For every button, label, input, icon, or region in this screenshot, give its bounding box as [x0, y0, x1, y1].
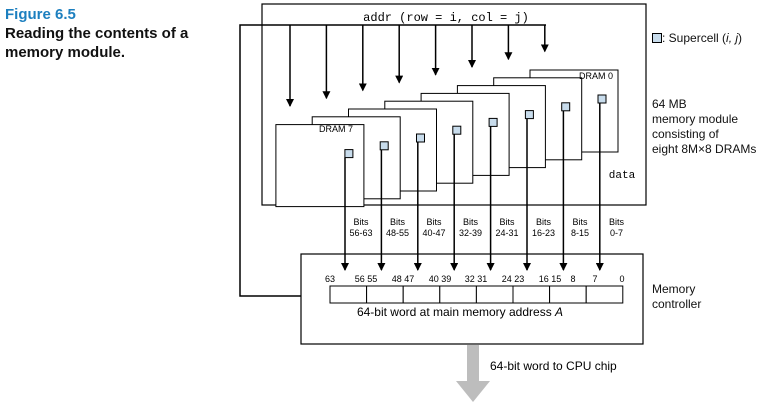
word-label-text: 64-bit word at main memory address [357, 305, 555, 319]
bit-position-8: 7 [592, 274, 597, 284]
supercell-legend-text: : Supercell ( [662, 31, 727, 45]
module-description-line-1: 64 MB [652, 97, 687, 111]
supercell-0-icon [597, 94, 607, 104]
output-arrow-head-icon [456, 381, 490, 402]
supercell-3-icon [488, 117, 498, 127]
word-byte-cell-7 [585, 285, 624, 304]
word-byte-cell-1 [366, 285, 404, 304]
word-byte-cell-2 [402, 285, 441, 304]
supercell-legend-vars: i, j [726, 31, 739, 45]
bit-group-7-line1: Bits [609, 217, 625, 227]
word-label: 64-bit word at main memory address A [357, 305, 563, 319]
bit-group-6-line1: Bits [572, 217, 588, 227]
bit-group-labels: Bits56-63Bits48-55Bits40-47Bits32-39Bits… [349, 217, 624, 238]
bit-position-0: 63 [325, 274, 335, 284]
bit-group-0-line1: Bits [353, 217, 369, 227]
word-register [329, 285, 624, 304]
bit-group-2-line1: Bits [426, 217, 442, 227]
bit-position-7: 8 [570, 274, 575, 284]
addr-bus-line [239, 24, 546, 297]
bit-group-6-line2: 8-15 [571, 228, 589, 238]
bit-position-3: 40 39 [429, 274, 452, 284]
supercell-7-icon [344, 149, 354, 159]
supercell-4-icon [452, 125, 462, 135]
controller-name-line-2: controller [652, 297, 702, 311]
bit-group-7-line2: 0-7 [610, 228, 623, 238]
supercell-legend: : Supercell (i, j) [652, 31, 742, 46]
bit-group-0-line2: 56-63 [349, 228, 372, 238]
module-description-line-3: consisting of [652, 127, 719, 141]
supercell-5-icon [416, 133, 425, 143]
module-description-line-2: memory module [652, 112, 739, 126]
figure-title-line-2: memory module. [5, 44, 126, 61]
bit-group-5-line2: 16-23 [532, 228, 555, 238]
bit-position-4: 32 31 [465, 274, 488, 284]
bit-position-2: 48 47 [392, 274, 415, 284]
dram-chip-7 [275, 124, 365, 208]
bit-group-1-line1: Bits [390, 217, 406, 227]
supercell-1-icon [561, 102, 571, 112]
dram-chips [275, 25, 619, 208]
word-byte-cell-3 [439, 285, 477, 304]
word-byte-cell-0 [329, 285, 368, 304]
bit-position-9: 0 [619, 274, 624, 284]
supercell-legend-close: ) [738, 31, 743, 45]
bit-position-6: 16 15 [539, 274, 562, 284]
word-byte-cell-6 [549, 285, 587, 304]
supercell-6-icon [379, 141, 389, 151]
bit-group-3-line1: Bits [463, 217, 479, 227]
module-description: 64 MB memory module consisting of eight … [652, 97, 756, 157]
bit-group-4-line2: 24-31 [495, 228, 518, 238]
data-arrows [341, 103, 604, 271]
figure-title-line-1: Reading the contents of a [5, 25, 189, 42]
bit-group-4-line1: Bits [499, 217, 515, 227]
word-byte-cell-4 [475, 285, 514, 304]
addr-drop-arrows [286, 25, 549, 107]
bit-group-1-line2: 48-55 [386, 228, 409, 238]
figure-caption: Figure 6.5 Reading the contents of a mem… [5, 5, 235, 62]
word-label-var: A [554, 305, 563, 319]
bit-group-3-line2: 32-39 [459, 228, 482, 238]
dram-0-label: DRAM 0 [579, 71, 613, 81]
supercell-legend-swatch-icon [652, 33, 662, 43]
bit-group-5-line1: Bits [536, 217, 552, 227]
bit-position-labels: 63 56 55 48 47 40 39 32 31 24 23 16 15 8 7 0 [325, 274, 625, 284]
dram-7-label: DRAM 7 [319, 124, 353, 134]
output-label: 64-bit word to CPU chip [490, 359, 617, 373]
output-arrow-shaft [467, 345, 479, 381]
figure-number: Figure 6.5 [5, 6, 76, 23]
controller-name: Memory controller [652, 282, 701, 312]
bit-position-1: 56 55 [355, 274, 378, 284]
data-label: data [609, 170, 636, 182]
addr-label: addr (row = i, col = j) [363, 11, 529, 25]
module-description-line-4: eight 8M×8 DRAMs [652, 142, 757, 156]
bit-group-2-line2: 40-47 [422, 228, 445, 238]
bit-position-5: 24 23 [502, 274, 525, 284]
word-byte-cell-5 [512, 285, 551, 304]
controller-name-line-1: Memory [652, 282, 696, 296]
supercell-2-icon [524, 110, 534, 120]
